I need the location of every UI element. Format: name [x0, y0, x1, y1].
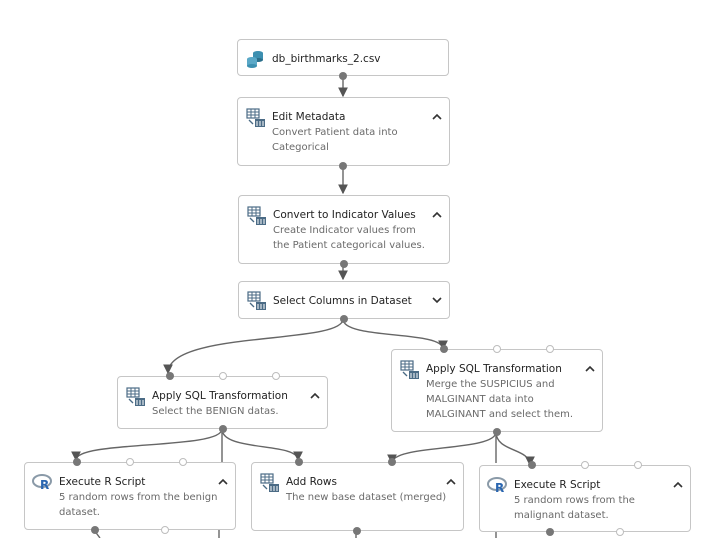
table-module-icon: [400, 360, 419, 379]
output-port[interactable]: [339, 162, 347, 170]
module-convert-indicator[interactable]: Convert to Indicator Values Create Indic…: [238, 195, 450, 268]
input-port[interactable]: [219, 372, 227, 380]
input-port[interactable]: [546, 345, 554, 353]
module-title: db_birthmarks_2.csv: [272, 53, 381, 65]
module-select-columns[interactable]: Select Columns in Dataset: [238, 281, 450, 323]
output-port[interactable]: [493, 428, 501, 436]
output-port[interactable]: [340, 315, 348, 323]
input-port[interactable]: [295, 458, 303, 466]
input-port[interactable]: [179, 458, 187, 466]
module-edit-metadata[interactable]: Edit Metadata Convert Patient data into …: [237, 97, 450, 170]
output-port[interactable]: [616, 528, 624, 536]
module-title: Edit Metadata: [272, 111, 346, 123]
module-title: Add Rows: [286, 476, 337, 488]
table-module-icon: [126, 387, 145, 406]
input-port[interactable]: [440, 345, 448, 353]
module-add-rows[interactable]: Add Rows The new base dataset (merged): [251, 458, 464, 535]
connection[interactable]: [221, 428, 303, 462]
module-dataset[interactable]: db_birthmarks_2.csv: [237, 39, 449, 80]
table-module-icon: [247, 206, 266, 225]
output-port[interactable]: [353, 527, 361, 535]
module-description: Select the BENIGN datas.: [152, 406, 279, 417]
module-title: Select Columns in Dataset: [273, 295, 412, 307]
chevron-up-icon[interactable]: [673, 481, 683, 489]
module-title: Execute R Script: [514, 479, 601, 491]
module-r-script-malignant[interactable]: R Execute R Script 5 random rows from th…: [479, 461, 691, 536]
r-script-icon: R: [32, 474, 52, 492]
input-port[interactable]: [73, 458, 81, 466]
svg-text:R: R: [40, 478, 49, 492]
input-port[interactable]: [272, 372, 280, 380]
input-port[interactable]: [581, 461, 589, 469]
chevron-up-icon[interactable]: [218, 478, 228, 486]
connection[interactable]: [495, 431, 535, 467]
output-port[interactable]: [546, 528, 554, 536]
chevron-up-icon[interactable]: [446, 478, 456, 486]
module-title: Execute R Script: [59, 476, 146, 488]
chevron-up-icon[interactable]: [432, 211, 442, 219]
input-port[interactable]: [166, 372, 174, 380]
module-r-script-benign[interactable]: R Execute R Script 5 random rows from th…: [24, 458, 236, 534]
output-port[interactable]: [219, 425, 227, 433]
input-port[interactable]: [528, 461, 536, 469]
module-sql-benign[interactable]: Apply SQL Transformation Select the BENI…: [117, 372, 328, 433]
module-description: Convert Patient data into Categorical: [272, 127, 398, 153]
output-port[interactable]: [161, 526, 169, 534]
table-module-icon: [246, 108, 265, 127]
module-description: Merge the SUSPICIUS and MALGINANT data i…: [426, 379, 574, 420]
chevron-up-icon[interactable]: [585, 365, 595, 373]
output-port[interactable]: [339, 72, 347, 80]
input-port[interactable]: [126, 458, 134, 466]
chevron-up-icon[interactable]: [310, 392, 320, 400]
input-port[interactable]: [634, 461, 642, 469]
table-module-icon: [247, 291, 266, 310]
input-port[interactable]: [493, 345, 501, 353]
dataset-icon: [247, 51, 263, 68]
table-module-icon: [260, 473, 279, 492]
connection[interactable]: [342, 318, 448, 351]
chevron-up-icon[interactable]: [432, 113, 442, 121]
connection[interactable]: [163, 318, 344, 375]
module-title: Apply SQL Transformation: [426, 363, 562, 375]
output-port[interactable]: [340, 260, 348, 268]
chevron-down-icon[interactable]: [432, 296, 442, 304]
connection[interactable]: [71, 428, 223, 462]
module-description: 5 random rows from the benign dataset.: [59, 492, 218, 518]
svg-text:R: R: [495, 481, 504, 495]
module-sql-malignant[interactable]: Apply SQL Transformation Merge the SUSPI…: [391, 345, 603, 436]
r-script-icon: R: [487, 477, 507, 495]
module-description: Create Indicator values from the Patient…: [273, 225, 425, 251]
module-title: Convert to Indicator Values: [273, 209, 416, 221]
module-description: 5 random rows from the malignant dataset…: [514, 495, 635, 521]
output-port[interactable]: [91, 526, 99, 534]
input-port[interactable]: [388, 458, 396, 466]
connection[interactable]: [387, 431, 497, 465]
module-description: The new base dataset (merged): [286, 492, 447, 503]
module-title: Apply SQL Transformation: [152, 390, 288, 402]
